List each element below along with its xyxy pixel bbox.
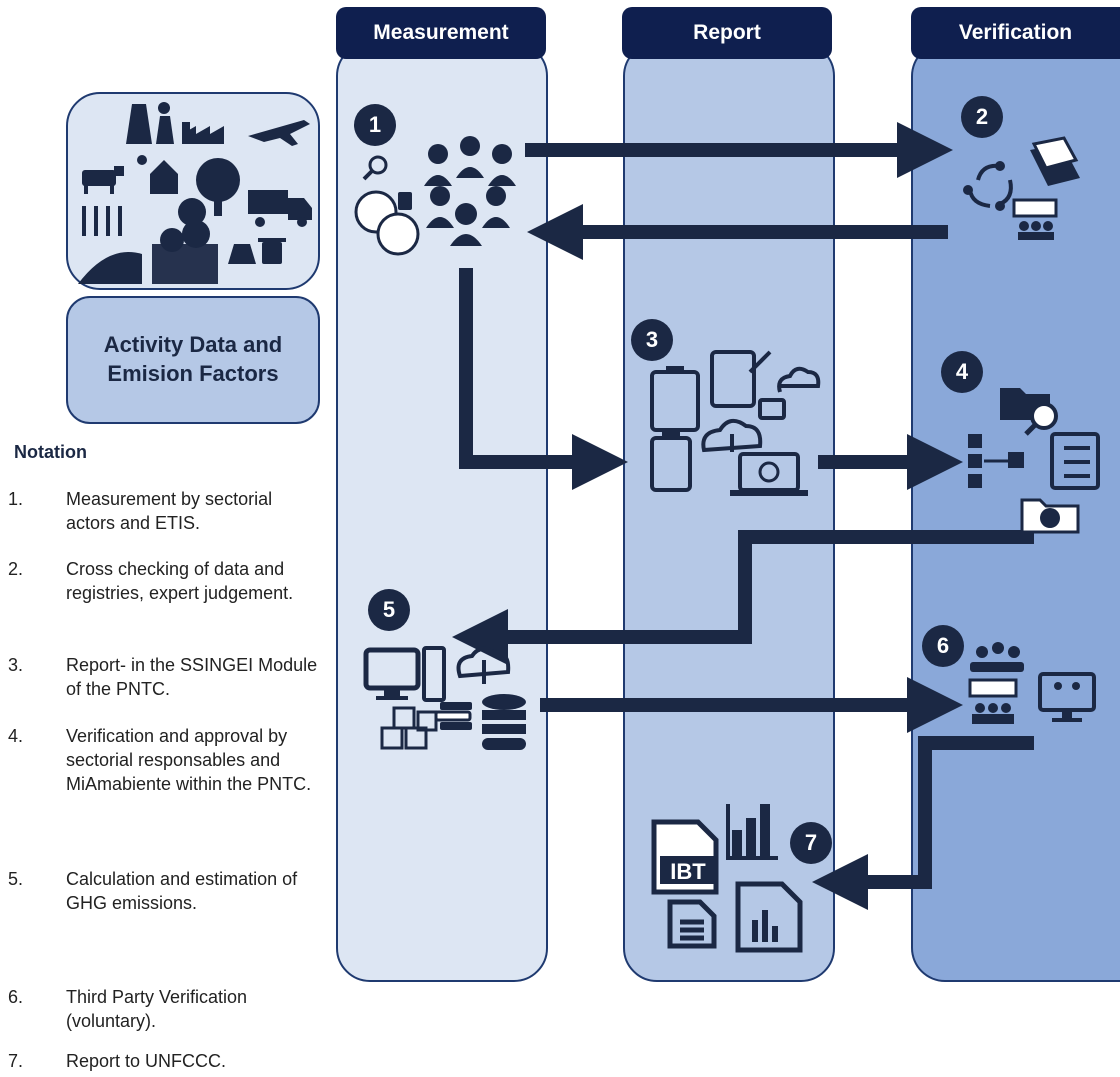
ibt-document-icon (651, 819, 719, 895)
database-icon (482, 694, 526, 750)
notation-item: 2.Cross checking of data and registries,… (8, 559, 294, 603)
cloud-sync-icon (758, 366, 821, 420)
folder-check-icon (1020, 498, 1080, 534)
notation-item: 7.Report to UNFCCC. (8, 1051, 227, 1071)
laptop-globe-icon (730, 452, 808, 496)
arrow-1-to-3 (459, 268, 628, 490)
report-header: Report (622, 7, 832, 59)
video-call-icon (1038, 672, 1096, 722)
wheat-icon (82, 206, 122, 236)
power-plant-icon (126, 102, 174, 144)
ibt-label: IBT (670, 859, 706, 884)
clipboard-icon (650, 370, 700, 492)
notation-title: Notation (14, 442, 87, 462)
airplane-icon (248, 120, 310, 146)
meeting-icon (970, 642, 1024, 672)
arrow-6-to-7 (812, 736, 1034, 910)
magnifier-icon (362, 155, 388, 181)
step-badge-5: 5 (368, 589, 410, 631)
computer-icon (363, 646, 446, 702)
hierarchy-icon (968, 434, 1024, 488)
notation-item: 3.Report- in the SSINGEI Module of the P… (8, 655, 318, 699)
verification-header: Verification (911, 7, 1120, 59)
folder-search-icon (1000, 388, 1058, 436)
cloud-upload-icon (701, 418, 763, 453)
cow-icon (82, 166, 124, 194)
step-badge-7: 7 (790, 822, 832, 864)
books-icon (434, 702, 472, 730)
factory-icon (182, 122, 224, 144)
trash-icon (258, 238, 286, 264)
truck-icon (248, 190, 312, 227)
bar-chart-document-icon (735, 881, 803, 953)
gauge-icon (354, 190, 420, 256)
measurement-header: Measurement (336, 7, 546, 59)
chart-growth-icon (726, 804, 778, 860)
step-badge-3: 3 (631, 319, 673, 361)
text-document-icon (667, 899, 717, 949)
presentation-icon (1012, 198, 1058, 240)
barn-icon (150, 160, 178, 194)
edit-icon (710, 350, 772, 408)
notation-item: 4.Verification and approval by sectorial… (8, 726, 312, 794)
activity-data-title: Activity Data and Emision Factors (66, 296, 320, 424)
cloud-download-icon (456, 646, 511, 684)
activity-icons (78, 102, 312, 284)
arrow-4-to-5 (452, 530, 1034, 665)
stump-icon (228, 244, 256, 264)
tree-icon (196, 158, 240, 216)
notation-item: 6.Third Party Verification (voluntary). (8, 987, 248, 1031)
cubes-icon (380, 706, 438, 750)
step-badge-4: 4 (941, 351, 983, 393)
step-badge-2: 2 (961, 96, 1003, 138)
step-badge-1: 1 (354, 104, 396, 146)
activity-icons-box (66, 92, 320, 290)
presentation-icon (968, 678, 1018, 724)
checklist-icon (1050, 432, 1100, 490)
step-badge-6: 6 (922, 625, 964, 667)
people-group-icon (424, 136, 516, 246)
fuel-pump-icon (398, 192, 412, 210)
field-icon (78, 252, 142, 284)
notation-item: 1.Measurement by sectorial actors and ET… (8, 489, 273, 533)
papers-stack-icon (1030, 136, 1080, 186)
cycle-icon (968, 163, 1013, 208)
notation-item: 5.Calculation and estimation of GHG emis… (8, 869, 298, 913)
